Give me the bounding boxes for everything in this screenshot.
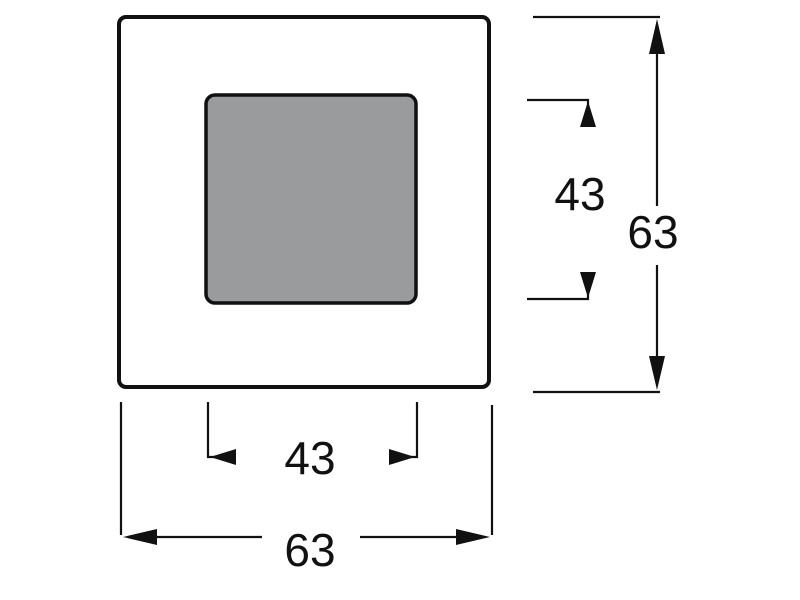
inner-width-arrow-right bbox=[389, 449, 415, 465]
outer-width-label: 63 bbox=[284, 524, 335, 576]
inner-height-arrow-bottom bbox=[580, 272, 596, 298]
inner-height-arrow-top bbox=[580, 101, 596, 127]
outer-width-arrow-left bbox=[123, 529, 157, 545]
outer-height-label: 63 bbox=[627, 206, 678, 258]
outer-height-arrow-bottom bbox=[649, 356, 665, 390]
inner-height-extension-bottom bbox=[527, 290, 590, 301]
inner-width-extension-right bbox=[407, 402, 419, 459]
inner-insert bbox=[204, 93, 418, 305]
outer-width-dimension bbox=[119, 402, 494, 539]
inner-width-arrow-left bbox=[210, 449, 236, 465]
outer-height-arrow-top bbox=[649, 19, 665, 54]
inner-height-label: 43 bbox=[554, 168, 605, 220]
inner-width-label: 43 bbox=[284, 432, 335, 484]
inner-width-extension-left bbox=[206, 402, 218, 459]
outer-height-dimension bbox=[533, 15, 660, 394]
outer-width-arrow-right bbox=[456, 529, 490, 545]
inner-height-extension-top bbox=[527, 98, 590, 108]
